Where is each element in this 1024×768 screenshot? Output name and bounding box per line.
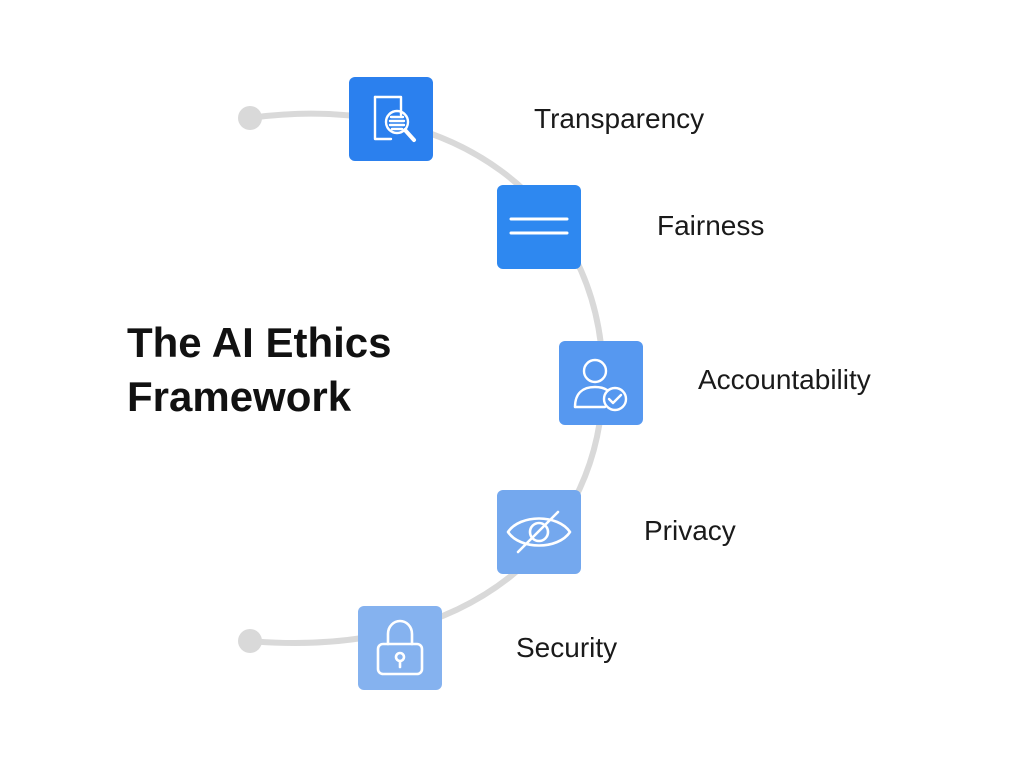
title-line-1: The AI Ethics — [127, 319, 392, 366]
document-search-icon — [373, 95, 416, 142]
equals-icon — [509, 217, 569, 235]
fairness-label: Fairness — [657, 210, 765, 241]
security-label: Security — [516, 632, 618, 663]
arc-start-dot — [238, 106, 262, 130]
fairness-tile — [497, 185, 581, 269]
arc-end-dot — [238, 629, 262, 653]
lock-icon — [376, 619, 424, 676]
transparency-tile — [349, 77, 433, 161]
accountability-label: Accountability — [698, 364, 871, 395]
transparency-label: Transparency — [534, 103, 705, 134]
page-title: The AI Ethics Framework — [127, 316, 392, 424]
security-tile — [358, 606, 442, 690]
privacy-tile — [497, 490, 581, 574]
eye-off-icon — [506, 510, 572, 554]
user-check-icon — [573, 358, 628, 412]
privacy-label: Privacy — [644, 515, 736, 546]
title-line-2: Framework — [127, 373, 352, 420]
accountability-tile — [559, 341, 643, 425]
